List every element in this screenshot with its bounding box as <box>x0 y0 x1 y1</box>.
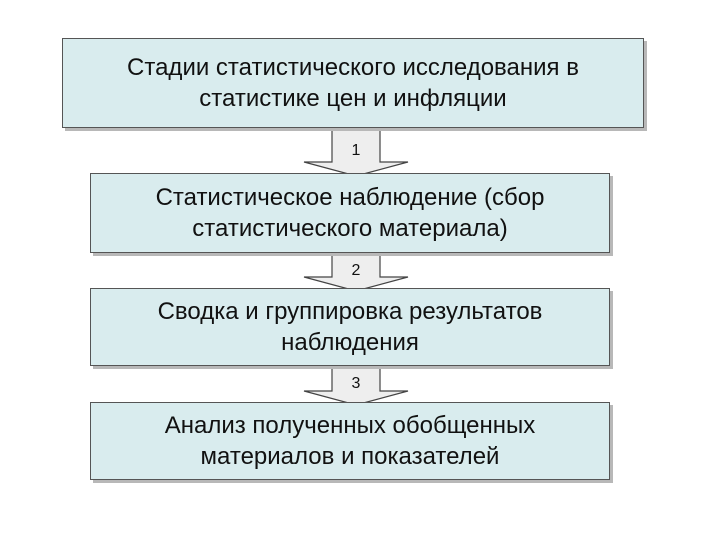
stage-box-1: Статистическое наблюдение (сбор статисти… <box>90 173 610 253</box>
stage-box-3: Анализ полученных обобщенных материалов … <box>90 402 610 480</box>
stage-label-3: Анализ полученных обобщенных материалов … <box>164 411 536 470</box>
arrow-3: 3 <box>303 365 409 406</box>
step-number-3: 3 <box>352 375 361 392</box>
arrow-2: 2 <box>303 252 409 292</box>
arrow-1: 1 <box>303 127 409 177</box>
stage-box-2: Сводка и группировка результатов наблюде… <box>90 288 610 366</box>
stage-label-1: Статистическое наблюдение (сбор статисти… <box>155 183 545 242</box>
diagram-title-box: Стадии статистического исследования в ст… <box>62 38 644 128</box>
stage-label-2: Сводка и группировка результатов наблюде… <box>157 297 543 356</box>
step-number-1: 1 <box>352 142 361 159</box>
step-number-2: 2 <box>352 262 361 279</box>
diagram-title: Стадии статистического исследования в ст… <box>127 53 579 112</box>
